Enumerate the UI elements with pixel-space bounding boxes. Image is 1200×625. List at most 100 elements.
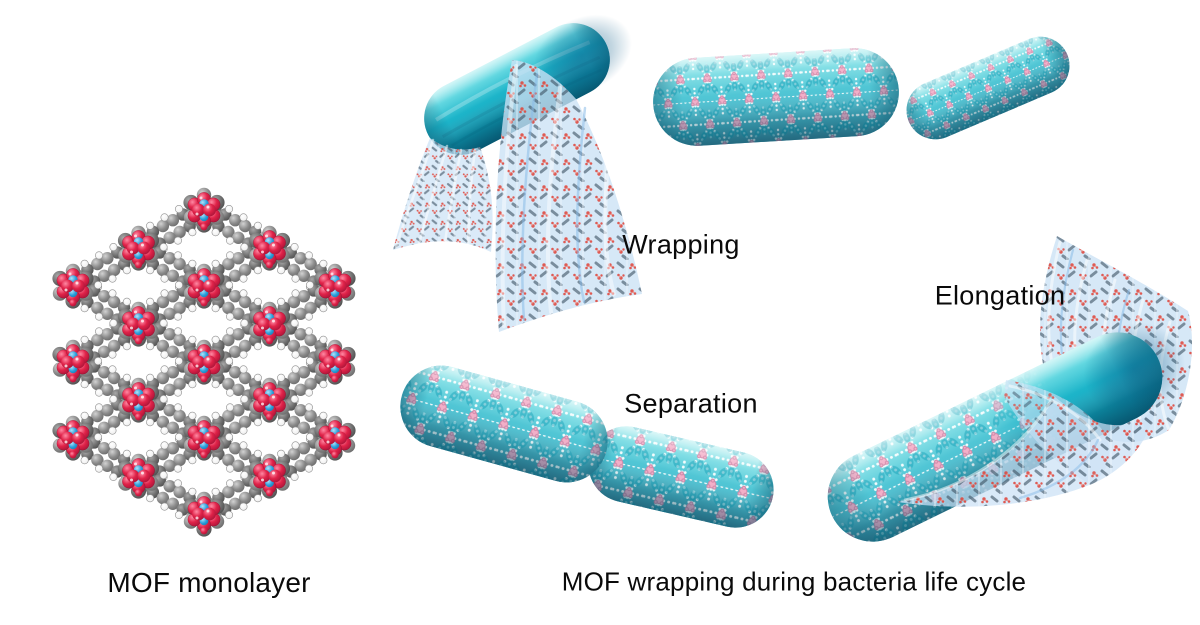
- hydrogen-atom: [291, 274, 300, 283]
- mof-metal-nodes: [52, 187, 356, 537]
- carbon-atom: [304, 257, 317, 271]
- oxygen-atom: [323, 431, 336, 445]
- separation-daughter-cell-right: [588, 426, 774, 528]
- oxygen-atom: [331, 451, 339, 459]
- mof-node-cluster: [314, 415, 356, 461]
- hydrogen-atom: [211, 228, 220, 237]
- hydrogen-atom: [319, 380, 328, 389]
- carbon-atom: [163, 231, 176, 244]
- hydrogen-atom: [277, 449, 286, 458]
- carbon-atom: [228, 366, 242, 379]
- oxygen-atom: [69, 299, 77, 307]
- carbon-atom: [107, 263, 121, 277]
- carbon-atom: [238, 263, 252, 277]
- hydrogen-atom: [174, 433, 183, 442]
- hydrogen-atom: [290, 319, 299, 328]
- carbon-atom: [166, 421, 180, 434]
- mof-node-cluster: [314, 263, 356, 309]
- stage-label-separation: Separation: [624, 388, 758, 419]
- carbon-atom: [173, 409, 186, 423]
- hydrogen-atom: [80, 259, 89, 268]
- hydrogen-atom: [160, 274, 169, 283]
- carbon-atom: [166, 442, 180, 455]
- hydrogen-atom: [80, 304, 89, 313]
- hydrogen-atom: [211, 259, 220, 268]
- hydrogen-atom: [95, 251, 104, 260]
- carbon-atom: [101, 383, 114, 396]
- hydrogen-atom: [188, 456, 197, 465]
- hydrogen-atom: [122, 342, 131, 351]
- carbon-atom: [91, 453, 104, 467]
- hydrogen-atom: [291, 365, 300, 374]
- carbon-atom: [107, 295, 121, 309]
- hydrogen-atom: [305, 433, 314, 442]
- hydrogen-atom: [319, 456, 328, 465]
- hydrogen-atom: [305, 281, 314, 290]
- hydrogen-atom: [108, 426, 117, 435]
- carbon-atom: [294, 252, 307, 265]
- mof-node-cluster: [248, 225, 291, 271]
- carbon-atom: [294, 459, 307, 472]
- hydrogen-atom: [146, 266, 155, 275]
- carbon-atom: [294, 383, 307, 396]
- hydrogen-atom: [95, 464, 104, 473]
- oxygen-atom: [192, 431, 205, 445]
- hydrogen-atom: [108, 441, 117, 450]
- oxygen-atom: [200, 375, 208, 383]
- oxygen-atom: [268, 241, 282, 255]
- oxygen-atom: [126, 469, 140, 483]
- carbon-atom: [232, 252, 245, 265]
- hydrogen-atom: [253, 342, 262, 351]
- carbon-atom: [228, 442, 242, 455]
- carbon-atom: [91, 377, 104, 391]
- hydrogen-atom: [146, 494, 155, 503]
- carbon-atom: [166, 214, 180, 227]
- carbon-atom: [163, 252, 176, 265]
- mof-node-cluster: [52, 339, 94, 385]
- carbon-atom: [101, 404, 114, 417]
- hydrogen-atom: [94, 281, 103, 290]
- carbon-atom: [156, 371, 170, 385]
- sheet-streak: [442, 148, 463, 252]
- hydrogen-atom: [94, 357, 103, 366]
- carbon-atom: [156, 447, 170, 461]
- oxygen-atom: [137, 241, 151, 255]
- hydrogen-atom: [253, 418, 262, 427]
- mof-node-cluster: [183, 187, 225, 233]
- hydrogen-atom: [173, 479, 182, 488]
- hydrogen-atom: [239, 213, 248, 222]
- carbon-atom: [287, 415, 301, 429]
- carbon-atom: [297, 442, 311, 455]
- carbon-atom: [163, 383, 176, 396]
- carbon-atom: [228, 345, 242, 358]
- oxygen-atom: [323, 279, 336, 293]
- carbon-atom: [228, 290, 242, 303]
- hydrogen-atom: [108, 365, 117, 374]
- carbon-atom: [287, 371, 301, 385]
- hydrogen-atom: [80, 335, 89, 344]
- carbon-atom: [107, 447, 121, 461]
- carbon-atom: [228, 421, 242, 434]
- carbon-atom: [173, 257, 186, 271]
- hydrogen-atom: [240, 395, 249, 404]
- hydrogen-atom: [122, 297, 131, 306]
- carbon-atom: [97, 345, 111, 358]
- hydrogen-atom: [304, 312, 313, 321]
- carbon-atom: [297, 290, 311, 303]
- separation-bacteria-pair: [400, 365, 774, 528]
- oxygen-atom: [134, 261, 143, 269]
- carbon-atom: [107, 339, 121, 353]
- hydrogen-atom: [188, 259, 197, 268]
- hydrogen-atom: [211, 487, 220, 496]
- elongation-bacterium-capsule: [827, 322, 1186, 542]
- hydrogen-atom: [253, 297, 262, 306]
- oxygen-atom: [192, 507, 205, 521]
- hydrogen-atom: [211, 411, 220, 420]
- oxygen-atom: [61, 431, 74, 445]
- oxygen-atom: [61, 279, 74, 293]
- hydrogen-atom: [188, 335, 197, 344]
- oxygen-atom: [203, 355, 216, 369]
- carbon-atom: [173, 377, 186, 391]
- oxygen-atom: [126, 393, 140, 407]
- oxygen-atom: [265, 337, 274, 345]
